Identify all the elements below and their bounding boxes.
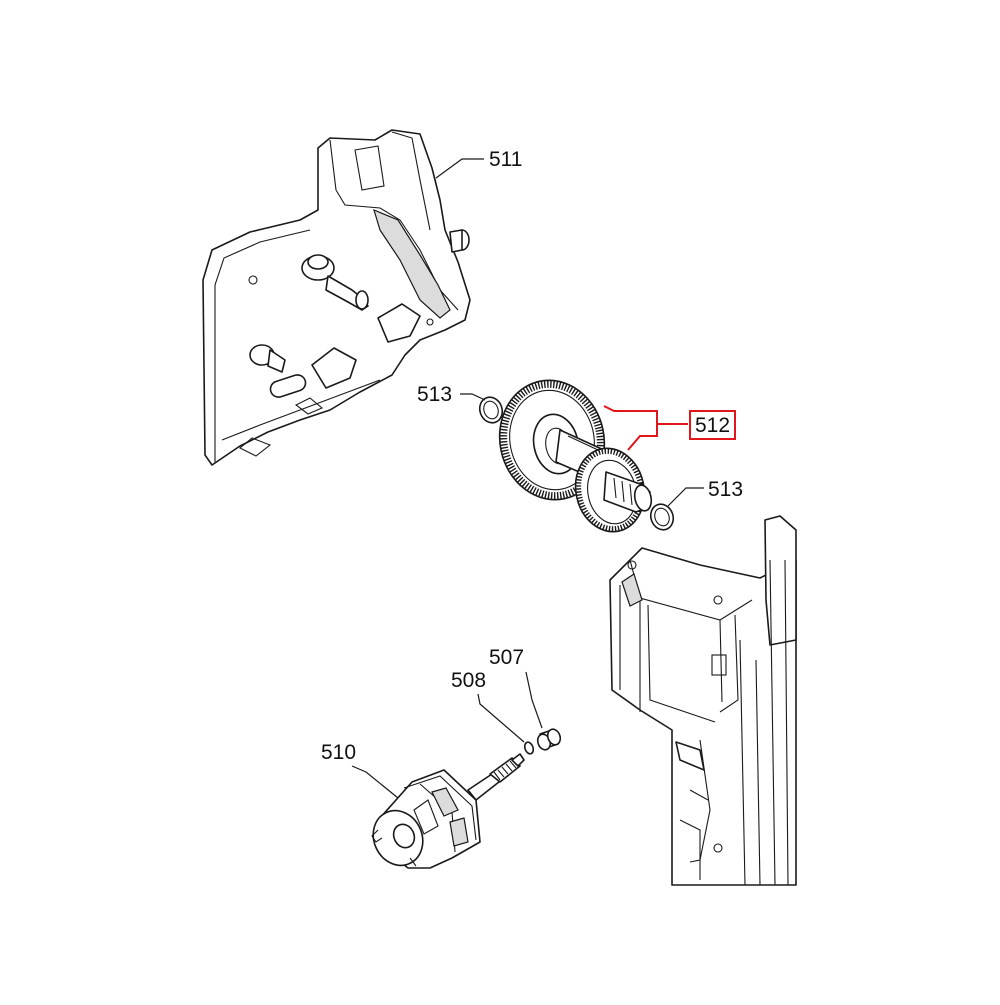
part-507-bushing: [536, 728, 562, 751]
callout-508: 508: [451, 669, 487, 692]
part-511-housing-plate: [202, 129, 471, 466]
leader-507: [525, 671, 543, 729]
leader-513-left: [460, 393, 486, 401]
callout-507: 507: [489, 646, 525, 669]
part-513-o-ring-left: [478, 396, 504, 424]
part-508-washer: [523, 741, 535, 755]
part-510-motor: [371, 753, 525, 869]
leader-513-right: [667, 487, 704, 507]
leader-512-bracket: [603, 405, 688, 451]
callout-513-left: 513: [417, 383, 453, 406]
callout-511: 511: [489, 148, 523, 171]
leader-508: [477, 693, 525, 743]
callout-510: 510: [321, 741, 357, 764]
machine-frame: [609, 515, 797, 886]
callout-512: 512: [689, 410, 737, 440]
leader-510: [351, 765, 399, 799]
part-513-o-ring-right: [649, 503, 675, 531]
leader-511: [435, 158, 484, 179]
callout-513-right: 513: [708, 478, 744, 501]
part-512-gear-shaft-assembly: [498, 379, 653, 533]
